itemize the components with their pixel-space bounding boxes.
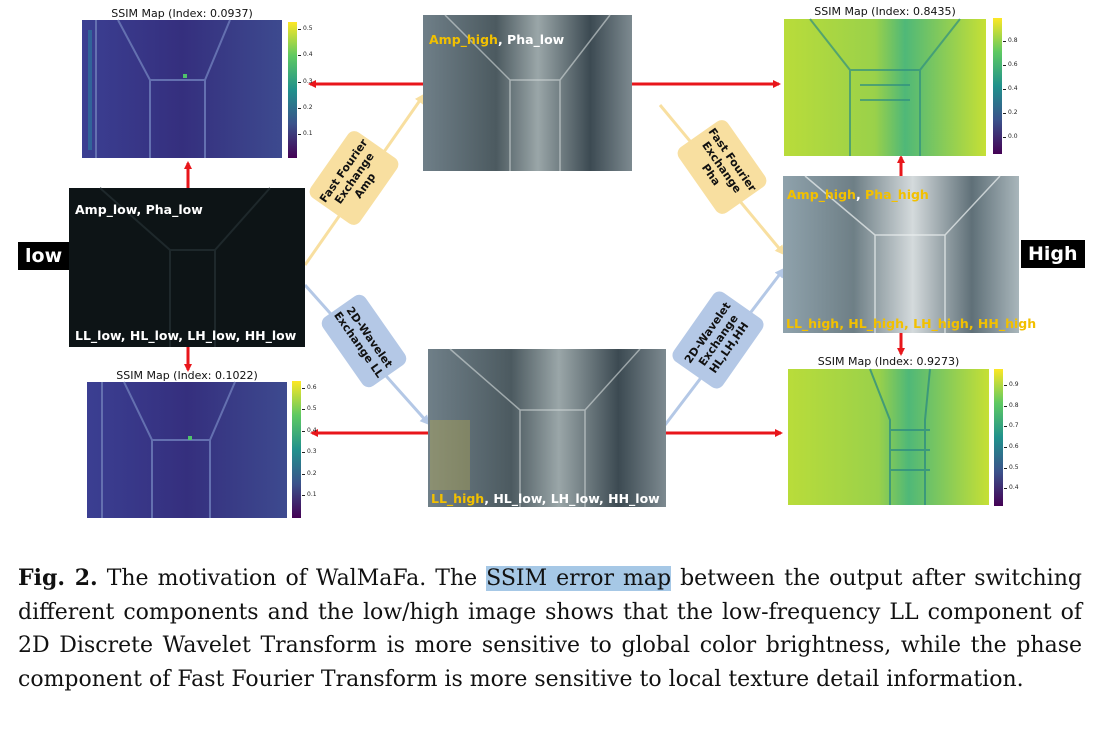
label-rest: , HL_low, LH_low, HH_low xyxy=(484,491,660,506)
ssim-map-title-top-left: SSIM Map (Index: 0.0937) xyxy=(111,7,253,20)
colorbar-tick: 0.2 xyxy=(298,104,313,111)
colorbar-tick: 0.1 xyxy=(298,130,313,137)
colorbar-ticks-bottom-left: 0.6 0.5 0.4 0.3 0.2 0.1 xyxy=(292,381,317,518)
colorbar-tick: 0.5 xyxy=(302,405,317,412)
figure-graphics xyxy=(69,14,1019,518)
label-highlight: LL_high, HL_high, LH_high, HH_high xyxy=(786,316,1037,331)
label-rest: Pha_low xyxy=(507,32,565,47)
caption-text-pre: The motivation of WalMaFa. The xyxy=(97,566,487,591)
low-image-bottom-label: LL_low, HL_low, LH_low, HH_low xyxy=(75,328,297,343)
ssim-map-top-left-image xyxy=(82,19,282,158)
colorbar-tick: 0.8 xyxy=(1003,37,1018,44)
label-highlight: Pha_high xyxy=(865,187,929,202)
colorbar-tick: 0.0 xyxy=(1003,133,1018,140)
ssim-colorbar-bottom-right xyxy=(994,369,1003,506)
high-light-image xyxy=(783,175,1019,333)
figure-label: Fig. 2. xyxy=(18,565,98,591)
colorbar-tick: 0.7 xyxy=(1004,422,1019,429)
colorbar-tick: 0.4 xyxy=(302,427,317,434)
label-separator: , xyxy=(497,32,508,47)
colorbar-tick: 0.6 xyxy=(1004,443,1019,450)
colorbar-ticks-top-right: 0.8 0.6 0.4 0.2 0.0 xyxy=(993,18,1018,154)
colorbar-tick: 0.4 xyxy=(1003,85,1018,92)
caption-highlight: SSIM error map xyxy=(486,566,672,591)
colorbar-ticks-bottom-right: 0.9 0.8 0.7 0.6 0.5 0.4 xyxy=(994,369,1019,506)
high-image-bottom-label: LL_high, HL_high, LH_high, HH_high xyxy=(786,316,1036,331)
colorbar-ticks-top-left: 0.5 0.4 0.3 0.2 0.1 xyxy=(288,22,313,158)
colorbar-tick: 0.3 xyxy=(302,448,317,455)
amp-swap-label: Amp_high, Pha_low xyxy=(429,32,564,47)
ssim-map-title-bottom-right: SSIM Map (Index: 0.9273) xyxy=(817,355,960,368)
colorbar-tick: 0.4 xyxy=(1004,484,1019,491)
ll-swap-label: LL_high, HL_low, LH_low, HH_low xyxy=(431,491,660,506)
label-highlight: LL_high xyxy=(431,491,485,506)
colorbar-tick: 0.9 xyxy=(1004,381,1019,388)
ssim-map-title-top-right: SSIM Map (Index: 0.8435) xyxy=(814,5,956,18)
ssim-colorbar-top-right xyxy=(993,18,1002,154)
label-separator: , xyxy=(855,187,866,202)
colorbar-tick: 0.6 xyxy=(1003,61,1018,68)
label-highlight: Amp_high xyxy=(787,187,856,202)
ll-swap-image xyxy=(428,348,666,507)
high-side-label: High xyxy=(1021,240,1085,268)
figure-caption: Fig. 2. The motivation of WalMaFa. The S… xyxy=(18,562,1082,696)
high-image-top-label: Amp_high, Pha_high xyxy=(787,187,929,202)
low-image-top-label: Amp_low, Pha_low xyxy=(75,202,203,217)
caption-text-post: between the output after switching diffe… xyxy=(18,566,1082,692)
colorbar-tick: 0.8 xyxy=(1004,402,1019,409)
colorbar-tick: 0.1 xyxy=(302,491,317,498)
colorbar-tick: 0.5 xyxy=(298,25,313,32)
amp-swap-image xyxy=(423,14,632,171)
label-highlight: Amp_high xyxy=(429,32,498,47)
ssim-map-title-bottom-left: SSIM Map (Index: 0.1022) xyxy=(116,369,258,382)
ssim-colorbar-bottom-left xyxy=(292,381,301,518)
colorbar-tick: 0.5 xyxy=(1004,464,1019,471)
colorbar-tick: 0.2 xyxy=(1003,109,1018,116)
ssim-map-bottom-left-image xyxy=(87,381,287,518)
low-side-label: low xyxy=(18,242,70,270)
ssim-map-top-right-image xyxy=(784,18,986,156)
colorbar-tick: 0.4 xyxy=(298,51,313,58)
ssim-map-bottom-right-image xyxy=(788,368,989,505)
colorbar-tick: 0.2 xyxy=(302,470,317,477)
ssim-colorbar-top-left xyxy=(288,22,297,158)
colorbar-tick: 0.3 xyxy=(298,78,313,85)
colorbar-tick: 0.6 xyxy=(302,384,317,391)
low-light-image xyxy=(69,187,305,347)
